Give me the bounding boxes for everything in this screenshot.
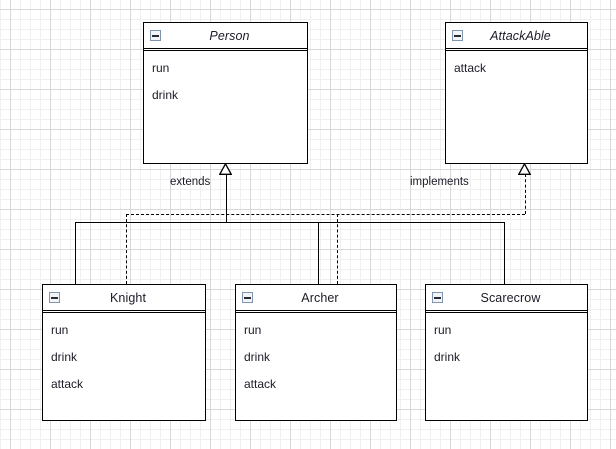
uml-class-scarecrow[interactable]: Scarecrow run drink (425, 284, 588, 421)
uml-member: attack (454, 61, 487, 75)
uml-class-header-scarecrow: Scarecrow (426, 285, 587, 313)
uml-class-name-person: Person (209, 29, 250, 43)
uml-members-scarecrow: run drink (426, 311, 587, 364)
edge-label-extends: extends (170, 176, 211, 188)
collapse-minus-icon[interactable] (432, 292, 443, 303)
extends-drop-archer (318, 222, 319, 284)
implements-drop-knight (126, 214, 127, 284)
uml-class-name-knight: Knight (109, 291, 147, 305)
uml-class-header-person: Person (144, 23, 307, 51)
header-underline (144, 50, 307, 51)
uml-class-knight[interactable]: Knight run drink attack (42, 284, 206, 421)
uml-class-name-attackable: AttackAble (490, 29, 551, 43)
header-underline (43, 312, 205, 313)
implements-drop-archer (337, 214, 338, 284)
extends-drop-knight (75, 222, 76, 284)
uml-member: drink (244, 350, 271, 364)
edge-label-implements: implements (410, 176, 469, 188)
header-underline (236, 312, 396, 313)
uml-class-name-archer: Archer (301, 291, 339, 305)
uml-member: drink (51, 350, 78, 364)
uml-class-attackable[interactable]: AttackAble attack (445, 22, 588, 164)
uml-member: drink (434, 350, 461, 364)
collapse-minus-icon[interactable] (150, 30, 161, 41)
uml-member: run (244, 323, 262, 337)
uml-member: attack (244, 377, 277, 391)
uml-class-archer[interactable]: Archer run drink attack (235, 284, 397, 421)
collapse-minus-icon[interactable] (242, 292, 253, 303)
header-underline (446, 50, 587, 51)
uml-member: run (152, 61, 170, 75)
uml-member: run (434, 323, 452, 337)
uml-member: run (51, 323, 69, 337)
uml-class-name-scarecrow: Scarecrow (480, 291, 541, 305)
header-underline (426, 312, 587, 313)
implements-stem (524, 174, 526, 214)
realization-arrowhead-implements (518, 163, 531, 175)
uml-members-knight: run drink attack (43, 311, 205, 391)
uml-members-archer: run drink attack (236, 311, 396, 391)
collapse-minus-icon[interactable] (452, 30, 463, 41)
uml-class-header-archer: Archer (236, 285, 396, 313)
uml-member: drink (152, 88, 179, 102)
generalization-arrowhead-extends (219, 163, 232, 175)
implements-bus-line (126, 214, 525, 215)
extends-bus-line (75, 222, 504, 223)
uml-class-header-attackable: AttackAble (446, 23, 587, 51)
extends-stem (225, 174, 227, 222)
uml-members-person: run drink (144, 49, 307, 102)
uml-members-attackable: attack (446, 49, 587, 75)
extends-drop-scarecrow (504, 222, 505, 284)
collapse-minus-icon[interactable] (49, 292, 60, 303)
uml-class-person[interactable]: Person run drink (143, 22, 308, 164)
uml-member: attack (51, 377, 84, 391)
uml-class-header-knight: Knight (43, 285, 205, 313)
